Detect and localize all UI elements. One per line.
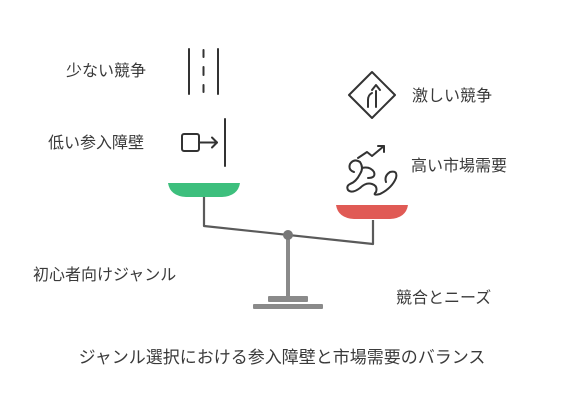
scale-pole (286, 236, 290, 298)
beginner-genre-label: 初心者向けジャンル (33, 265, 177, 284)
competition-and-needs-label: 競合とニーズ (396, 288, 492, 307)
road-lanes-icon (188, 48, 219, 95)
few-competition-label: 少ない競争 (66, 61, 147, 80)
right-pan (336, 205, 408, 219)
scale-pivot (283, 230, 293, 240)
intense-competition-label: 激しい競争 (412, 86, 493, 105)
diagram-caption: ジャンル選択における参入障壁と市場需要のバランス (78, 348, 486, 368)
growth-scribble-icon (346, 145, 398, 196)
scale-base (253, 304, 323, 309)
scale-base-step (268, 296, 308, 302)
left-pan (168, 183, 240, 197)
merge-sign-icon (348, 71, 396, 119)
low-entry-barrier-label: 低い参入障壁 (48, 133, 145, 152)
entry-arrow-icon (181, 118, 226, 167)
high-market-demand-label: 高い市場需要 (411, 156, 508, 175)
